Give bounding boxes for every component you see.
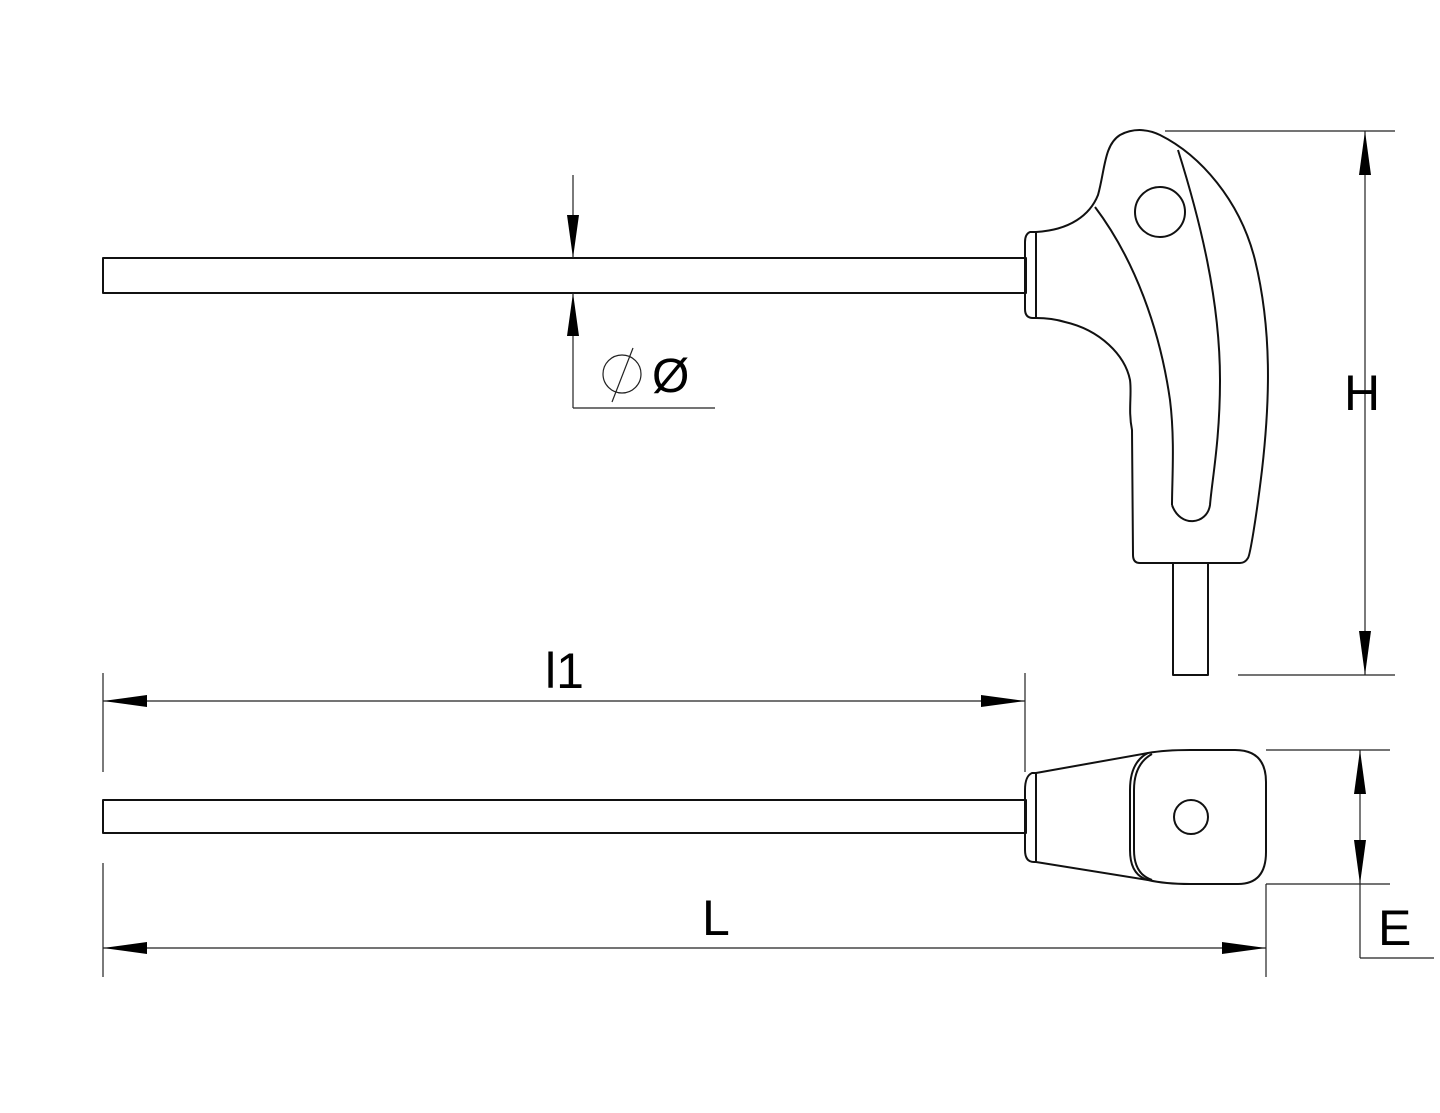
handle-top-face-inner bbox=[1133, 753, 1153, 881]
height-label: H bbox=[1344, 365, 1380, 421]
diameter-label: Ø bbox=[652, 350, 689, 403]
handle-ridge bbox=[1094, 206, 1174, 506]
diameter-symbol-icon bbox=[602, 354, 642, 394]
hex-shaft-top bbox=[102, 799, 1027, 834]
handle-top-outline bbox=[1035, 749, 1267, 885]
handle-top-face bbox=[1129, 752, 1149, 881]
diameter-dimension: Ø bbox=[567, 175, 715, 409]
height-dimension: H bbox=[1165, 130, 1395, 676]
hex-shaft bbox=[102, 257, 1027, 294]
handle-slot bbox=[1171, 149, 1221, 523]
thickness-dimension: E bbox=[1266, 749, 1434, 959]
handle-outline bbox=[1035, 129, 1269, 564]
thickness-label: E bbox=[1378, 900, 1411, 956]
handle-collar bbox=[1024, 231, 1037, 319]
handle-hole bbox=[1134, 186, 1186, 238]
shaft-length-label: l1 bbox=[545, 643, 584, 699]
handle-top-hole bbox=[1173, 799, 1209, 835]
overall-length-dimension: L bbox=[102, 863, 1267, 977]
side-view bbox=[102, 129, 1269, 676]
overall-length-label: L bbox=[702, 890, 730, 946]
handle-top-collar bbox=[1024, 772, 1037, 863]
top-view bbox=[102, 749, 1267, 885]
shaft-length-dimension: l1 bbox=[102, 643, 1026, 772]
short-leg bbox=[1172, 562, 1209, 676]
